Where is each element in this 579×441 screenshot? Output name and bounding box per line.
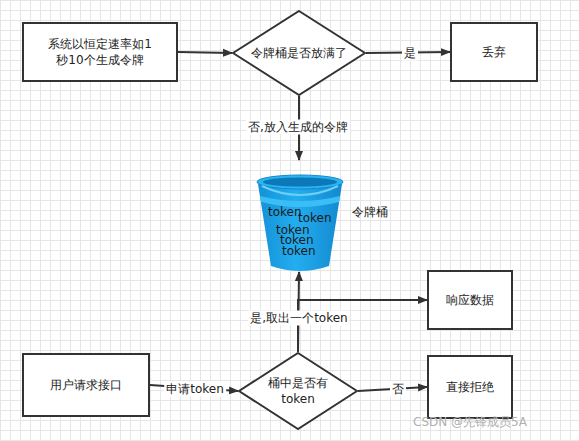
node-text: 丢弃 [482,44,506,60]
bucket-text: token [268,204,302,220]
node-text: 响应数据 [446,292,494,308]
diamond-shape [233,11,365,95]
diamond-shape [239,353,357,429]
decision-diamond: 令牌桶是否放满了 [232,10,366,96]
node-text: 令牌桶是否放满了 [251,45,347,61]
flow-arrow [178,52,232,53]
node-text: 用户请求接口 [50,377,122,393]
node-text: 直接拒绝 [446,379,494,395]
decision-diamond: 桶中是否有token [238,352,358,430]
process-box: 系统以恒定速率如1秒10个生成令牌 [22,22,178,82]
bucket-handle [262,186,338,195]
edge-label: 是 [402,46,418,61]
edge-label: 申请token [164,382,226,397]
edge-label: 是,取出一个token [248,311,349,326]
node-text: 桶中是否有token [265,375,331,407]
bucket-body [258,184,342,271]
bucket-text: 令牌桶 [352,204,388,220]
bucket-inside [263,178,337,187]
bucket-rim [257,175,343,189]
process-box: 丢弃 [450,22,538,82]
diamond-outline [238,352,358,430]
bucket-text: token [282,243,316,259]
watermark: CSDN @先锋成员5A [413,414,527,431]
process-box: 响应数据 [427,270,513,330]
flow-arrow [298,300,427,352]
node-text: 系统以恒定速率如1秒10个生成令牌 [44,36,156,68]
process-box: 用户请求接口 [22,353,150,417]
edge-label: 否 [390,382,406,397]
process-box: 直接拒绝 [427,355,513,419]
edge-label: 否,放入生成的令牌 [246,120,350,135]
